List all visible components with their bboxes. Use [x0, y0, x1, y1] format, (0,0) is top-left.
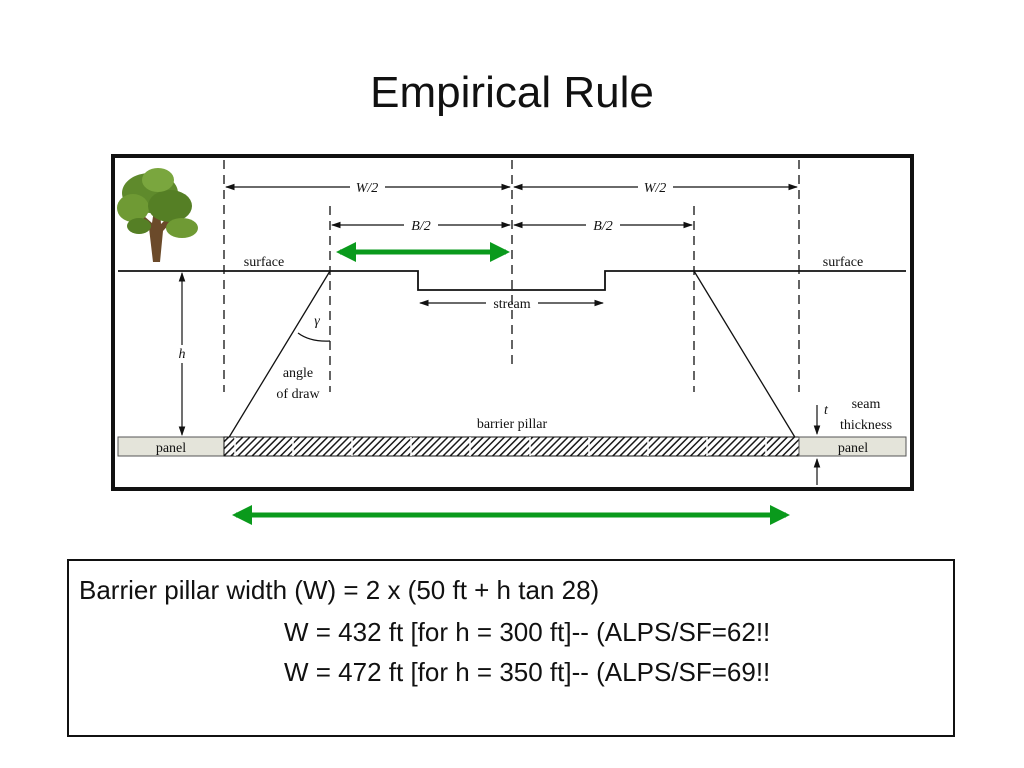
b-half-left-label: B/2: [411, 219, 430, 234]
stream-label: stream: [493, 297, 530, 312]
dashed-guides: [223, 160, 800, 392]
w-half-right-label: W/2: [644, 181, 667, 196]
panel-right-label: panel: [838, 441, 868, 456]
angle-label-line2: of draw: [276, 387, 320, 402]
formula-line-2: W = 432 ft [for h = 300 ft]-- (ALPS/SF=6…: [284, 617, 771, 647]
tree-icon: [117, 168, 198, 262]
gamma-label: γ: [314, 314, 320, 329]
barrier-pillar: [223, 436, 800, 457]
angle-label-line1: angle: [283, 366, 313, 381]
draw-line-left: [227, 270, 331, 440]
barrier-pillar-label: barrier pillar: [477, 417, 548, 432]
panel-left-label: panel: [156, 441, 186, 456]
formula-box: Barrier pillar width (W) = 2 x (50 ft + …: [67, 559, 955, 737]
ground-surface: [118, 270, 906, 291]
w-half-left-label: W/2: [356, 181, 379, 196]
seam-label-line2: thickness: [840, 418, 892, 433]
surface-left-label: surface: [244, 255, 284, 270]
panel-right: [798, 436, 907, 457]
b-half-right-label: B/2: [593, 219, 612, 234]
surface-right-label: surface: [823, 255, 863, 270]
gamma-arc: [297, 332, 331, 342]
slide-title: Empirical Rule: [370, 68, 654, 117]
draw-line-right: [693, 270, 797, 440]
pillar-diagram: W/2 W/2 B/2 B/2 surface surface stream γ…: [111, 154, 914, 525]
depth-h-label: h: [179, 347, 186, 362]
pillar-crosscuts: [234, 437, 767, 456]
formula-line-1: Barrier pillar width (W) = 2 x (50 ft + …: [79, 575, 600, 605]
seam-label-line1: seam: [852, 397, 881, 412]
formula-line-3: W = 472 ft [for h = 350 ft]-- (ALPS/SF=6…: [284, 657, 771, 687]
seam-t-label: t: [824, 403, 829, 418]
diagram-frame: [111, 154, 914, 491]
